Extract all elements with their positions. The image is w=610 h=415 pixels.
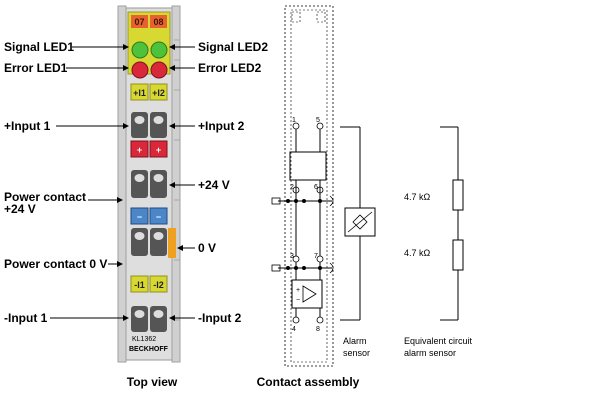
pin-2: 2 [290,184,294,191]
label-power-contact-24v-l1: Power contact [4,190,86,204]
terminal-row-2 [131,170,167,198]
terminal-input1-plus[interactable] [131,112,148,138]
error-led2 [150,61,168,79]
pin-3: 3 [290,253,294,260]
error-led1 [131,61,149,79]
amplifier-icon [302,285,317,303]
amp-plus: + [296,287,300,294]
contact-housing-outline [284,5,334,367]
signal-led2 [150,41,168,59]
label-input1-minus: -Input 1 [4,311,48,325]
label-error-led2: Error LED2 [198,61,262,75]
tag-minus-i1-label: -I1 [134,280,145,290]
caption-top-view: Top view [127,375,178,389]
model-label: KL1362 [132,336,156,343]
signal-led1 [131,41,149,59]
minus-sign-right: − [156,212,161,222]
tag-minus-i2 [149,275,168,293]
terminal-row-3 [131,228,167,256]
equivalent-circuit: 4.7 kΩ 4.7 kΩ Equivalent circuit alarm s… [404,126,473,358]
module-left-rail [117,5,127,363]
channel-label-1: 07 [134,17,144,27]
pin-5: 5 [316,117,320,124]
resistor-1-label: 4.7 kΩ [404,192,431,202]
amplifier-block [291,279,323,309]
tag-minus-i1 [130,275,149,293]
label-power-contact-0v: Power contact 0 V [4,257,107,271]
terminal-module: 07 08 +I1 +I2 + + − [117,5,181,363]
channel-badge-2 [150,15,167,28]
channel-badge-1 [131,15,148,28]
tag-minus-right [149,207,168,225]
tag-plus-i1-label: +I1 [133,88,146,98]
alarm-sensor-label-2: sensor [343,348,370,358]
label-signal-led1: Signal LED1 [4,40,74,54]
channel-label-2: 08 [153,17,163,27]
terminal-row-1 [131,112,167,138]
tag-minus-i2-label: -I2 [153,280,164,290]
tag-plus-left [130,140,149,158]
pin-1: 1 [292,117,296,124]
amp-minus: − [296,297,300,304]
top-view-annotations: Signal LED1 Error LED1 +Input 1 Power co… [4,40,268,389]
contact-assembly: 1 5 2 6 3 7 4 8 [257,5,360,389]
equivalent-circuit-label-1: Equivalent circuit [404,336,473,346]
pin-7: 7 [314,253,318,260]
minus-sign-left: − [137,212,142,222]
plus-sign-right: + [156,145,161,155]
label-input1-plus: +Input 1 [4,119,51,133]
label-power-contact-24v-l2: +24 V [4,202,36,216]
terminal-input2-plus[interactable] [150,112,167,138]
terminal-row-4 [131,306,167,332]
pin-4: 4 [292,326,296,333]
tag-minus-left [130,207,149,225]
plus-sign-left: + [137,145,142,155]
pin-8: 8 [316,326,320,333]
caption-contact-assembly: Contact assembly [257,375,360,389]
brand-logo-text: BECKHOFF [129,346,169,353]
terminal-input2-minus[interactable] [150,306,167,332]
tag-plus-i2 [149,83,168,101]
input-module-block [289,151,327,181]
resistor-2-label: 4.7 kΩ [404,248,431,258]
label-24v: +24 V [198,178,230,192]
equivalent-circuit-label-2: alarm sensor [404,348,456,358]
alarm-sensor: Alarm sensor [340,126,376,358]
label-input2-minus: -Input 2 [198,311,242,325]
label-error-led1: Error LED1 [4,61,68,75]
power-contact-0v-tab [168,228,176,258]
sensor-icon [352,214,368,230]
label-input2-plus: +Input 2 [198,119,245,133]
label-signal-led2: Signal LED2 [198,40,268,54]
resistor-1 [452,179,464,211]
tag-plus-i2-label: +I2 [152,88,165,98]
label-0v: 0 V [198,241,216,255]
resistor-2 [452,239,464,271]
alarm-sensor-label-1: Alarm [343,336,367,346]
tag-plus-right [149,140,168,158]
terminal-input1-minus[interactable] [131,306,148,332]
pin-6: 6 [314,184,318,191]
tag-plus-i1 [130,83,149,101]
module-right-rail [171,5,181,363]
